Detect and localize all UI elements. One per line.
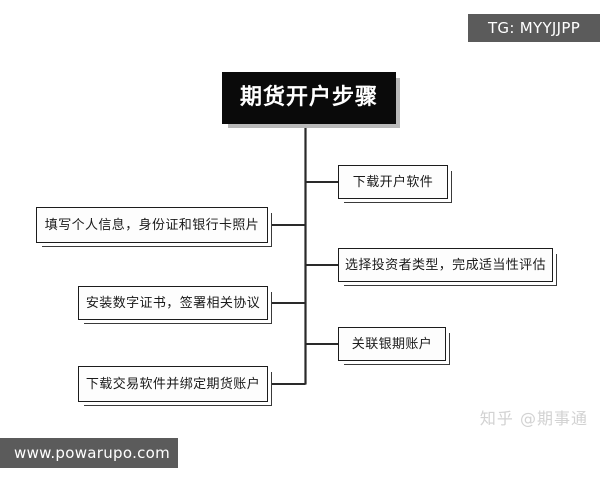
step-node-label: 关联银期账户 xyxy=(351,336,433,352)
step-node-label: 选择投资者类型，完成适当性评估 xyxy=(344,257,546,273)
step-node-label: 安装数字证书，签署相关协议 xyxy=(85,295,261,311)
root-node-label: 期货开户步骤 xyxy=(239,85,378,110)
telegram-handle-badge: TG: MYYJJPP xyxy=(468,14,600,42)
telegram-handle-text: TG: MYYJJPP xyxy=(487,19,581,37)
step-node-label: 填写个人信息，身份证和银行卡照片 xyxy=(44,217,260,233)
step-node-digital-certificate: 安装数字证书，签署相关协议 xyxy=(78,286,268,320)
step-node-investor-type: 选择投资者类型，完成适当性评估 xyxy=(338,248,553,282)
step-node-download-software: 下载开户软件 xyxy=(338,165,448,199)
step-node-link-bank-account: 关联银期账户 xyxy=(338,327,446,361)
site-url-badge: www.powarupo.com xyxy=(0,438,178,468)
step-node-label: 下载交易软件并绑定期货账户 xyxy=(85,376,261,392)
site-url-text: www.powarupo.com xyxy=(14,444,171,462)
zhihu-author-watermark: 知乎 @期事通 xyxy=(479,409,588,428)
root-node-title: 期货开户步骤 xyxy=(222,72,396,124)
step-node-trading-software: 下载交易软件并绑定期货账户 xyxy=(78,366,268,402)
step-node-label: 下载开户软件 xyxy=(352,174,434,190)
step-node-personal-info: 填写个人信息，身份证和银行卡照片 xyxy=(36,207,268,243)
